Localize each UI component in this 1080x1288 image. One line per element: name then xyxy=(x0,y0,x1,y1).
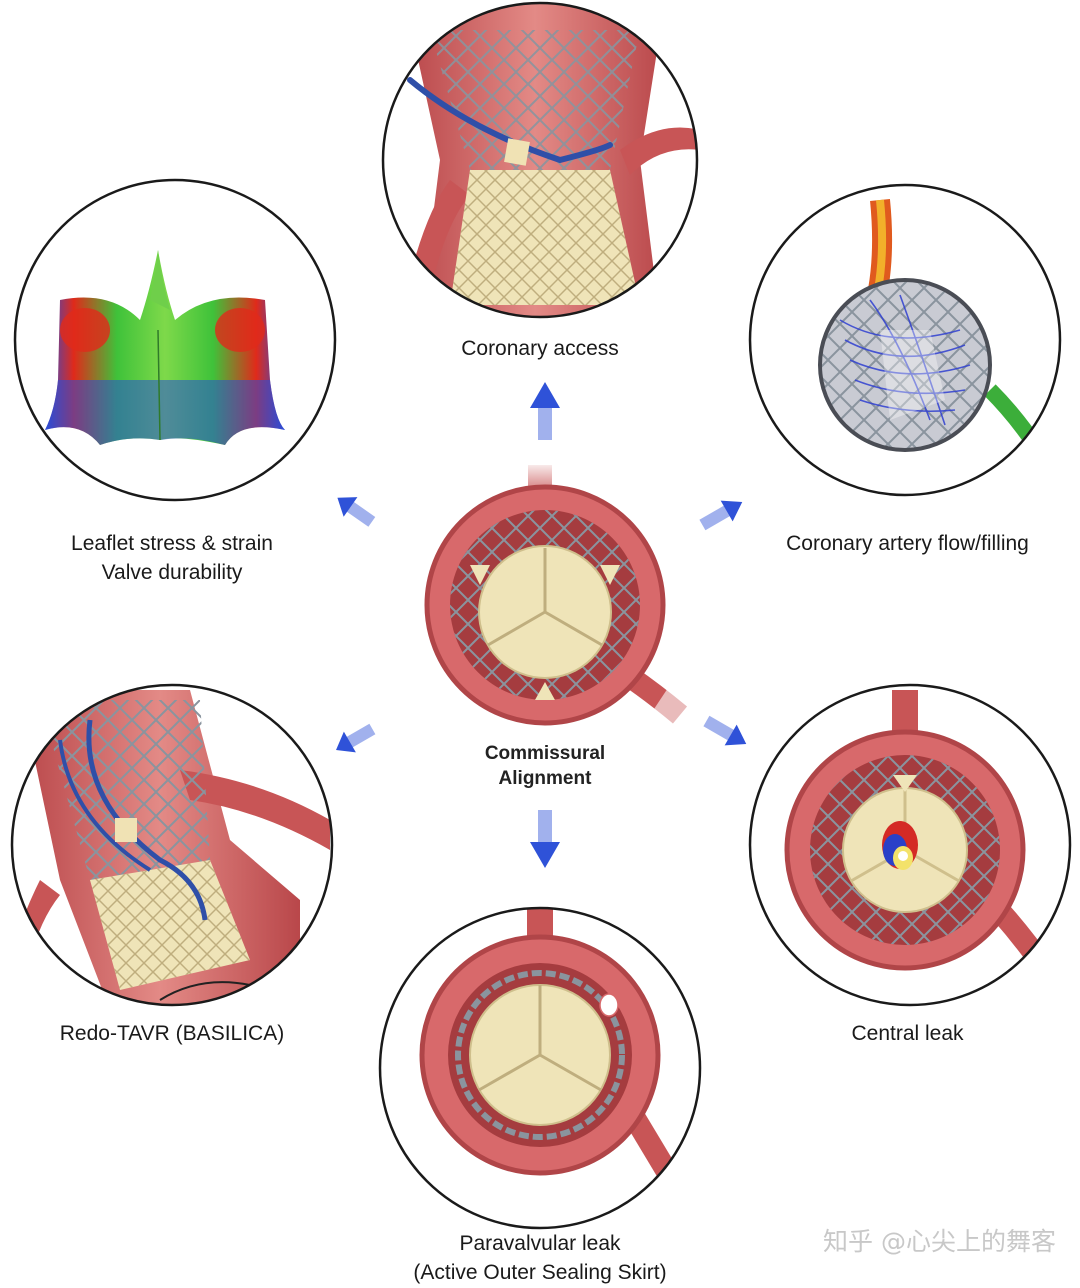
leaflet-stress-circle xyxy=(13,178,337,502)
coronary-access-label: Coronary access xyxy=(461,337,619,360)
leaflet-stress-label: Leaflet stress & strain Valve durability xyxy=(71,532,273,584)
arrow-down xyxy=(530,810,560,868)
redo-tavr-circle xyxy=(10,683,334,1007)
redo-tavr-panel xyxy=(12,685,332,1005)
coronary-access-circle xyxy=(381,1,699,319)
center-label: Commissural Alignment xyxy=(484,743,606,789)
leaflet-stress-panel xyxy=(15,180,335,500)
arrow-lower-left xyxy=(336,723,376,753)
coronary-flow-panel xyxy=(750,185,1060,495)
watermark-text: 知乎 @心尖上的舞客 xyxy=(823,1227,1056,1256)
arrow-upper-left xyxy=(337,497,376,527)
paravalvular-leak-panel xyxy=(380,908,700,1228)
redo-tavr-label: Redo-TAVR (BASILICA) xyxy=(59,1022,285,1045)
coronary-flow-label: Coronary artery flow/filling xyxy=(786,532,1029,555)
arrow-up xyxy=(530,382,560,440)
paravalvular-leak-label: Paravalvular leak (Active Outer Sealing … xyxy=(413,1232,667,1284)
arrow-lower-right xyxy=(703,715,747,746)
central-leak-panel xyxy=(750,685,1070,1005)
arrow-upper-right xyxy=(699,500,743,531)
coronary-access-panel xyxy=(383,3,697,317)
coronary-flow-circle xyxy=(748,183,1062,497)
central-leak-circle xyxy=(748,683,1072,1007)
central-leak-label: Central leak xyxy=(851,1022,964,1045)
center-valve xyxy=(424,460,698,731)
paravalvular-leak-circle xyxy=(378,906,702,1230)
